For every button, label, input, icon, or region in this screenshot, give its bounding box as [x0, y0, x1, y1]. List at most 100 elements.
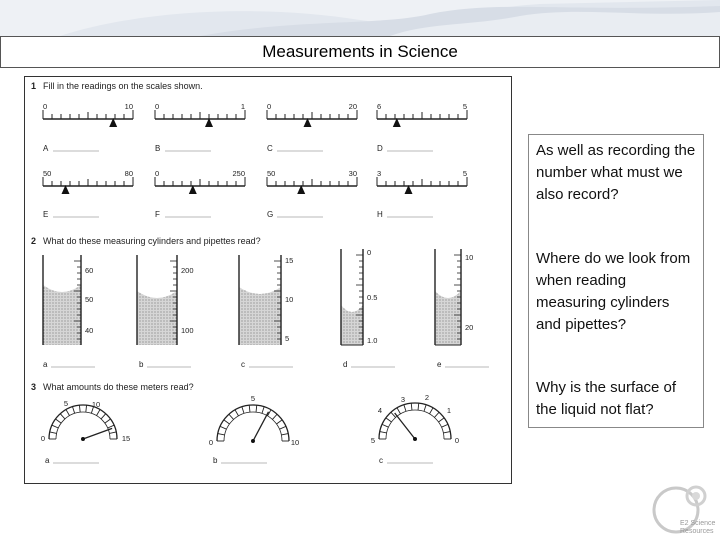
- logo: [650, 484, 716, 538]
- tube-scale-label: 50: [85, 295, 93, 304]
- logo-text-line1: E2 Science: [680, 520, 716, 527]
- tube-blank-letter: e: [437, 360, 442, 369]
- scale-pointer: [404, 185, 413, 194]
- meter-pivot: [251, 439, 255, 443]
- scale-label-left: 0: [155, 169, 159, 178]
- meter-arc: [378, 402, 452, 440]
- meter-scale-label: 5: [64, 399, 68, 408]
- meter-tick: [279, 425, 287, 430]
- meter-blank-letter: a: [45, 456, 50, 465]
- meter-tick: [109, 431, 117, 434]
- scale-blank-letter: A: [43, 144, 49, 153]
- tube-blank-letter: d: [343, 360, 347, 369]
- meter-tick: [261, 406, 265, 414]
- meter-tick: [255, 405, 258, 413]
- meter-tick: [248, 405, 251, 413]
- meter-tick: [410, 403, 413, 411]
- scale-pointer: [205, 118, 213, 127]
- q1-prompt: Fill in the readings on the scales shown…: [43, 81, 203, 91]
- meter-tick: [438, 417, 445, 423]
- scale-label-left: 0: [43, 102, 47, 111]
- meter-tick: [241, 406, 245, 414]
- meter-pivot: [81, 437, 85, 441]
- tube-scale-label: 0.5: [367, 293, 377, 302]
- q2-number: 2: [31, 236, 36, 246]
- meter-tick: [59, 413, 66, 420]
- meter-tick: [443, 431, 451, 434]
- worksheet-drawing: 1 Fill in the readings on the scales show…: [31, 81, 489, 465]
- meter-tick: [107, 424, 115, 429]
- meter-scale-label: 4: [378, 406, 382, 415]
- meter-tick: [72, 406, 76, 414]
- meter-scale-label: 10: [291, 438, 299, 447]
- liquid: [43, 285, 81, 345]
- scale-label-left: 6: [377, 102, 381, 111]
- q2-prompt: What do these measuring cylinders and pi…: [43, 236, 261, 246]
- meter-tick: [90, 406, 94, 414]
- question-units: As well as recording the number what mus…: [536, 142, 696, 203]
- worksheet-image: 1 Fill in the readings on the scales show…: [24, 76, 512, 484]
- meter-tick: [96, 409, 101, 416]
- logo-text: E2 Science Resources: [680, 520, 715, 536]
- meter-tick: [429, 407, 434, 415]
- meter-tick: [234, 409, 239, 417]
- meter-inner-arc: [385, 409, 445, 440]
- q1-number: 1: [31, 81, 36, 91]
- scale-blank-letter: G: [267, 210, 273, 219]
- tube-scale-label: 0: [367, 248, 371, 257]
- liquid: [435, 291, 461, 345]
- scale-blank-letter: F: [155, 210, 160, 219]
- scale-label-left: 50: [267, 169, 275, 178]
- scale-pointer: [303, 118, 312, 127]
- scale-blank-letter: E: [43, 210, 48, 219]
- liquid: [239, 287, 281, 345]
- meter-tick: [381, 423, 389, 428]
- meter-needle: [394, 412, 416, 440]
- scale-label-right: 20: [349, 102, 357, 111]
- meter-tick: [281, 433, 289, 436]
- meter-scale-label: 3: [401, 395, 405, 404]
- meter-tick: [85, 405, 88, 413]
- meter-tick: [423, 404, 427, 412]
- meter-tick: [396, 407, 401, 415]
- meter-tick: [403, 404, 407, 412]
- meter-tick: [219, 425, 227, 430]
- meter-tick: [78, 405, 81, 413]
- meter-tick: [276, 419, 283, 425]
- meter-blank-letter: b: [213, 456, 218, 465]
- scale-label-left: 0: [267, 102, 271, 111]
- question-meniscus: Why is the surface of the liquid not fla…: [536, 379, 677, 418]
- meter-inner-arc: [223, 411, 283, 442]
- meter-tick: [51, 424, 59, 429]
- meter-tick: [267, 409, 272, 417]
- title-bar: Measurements in Science: [0, 36, 720, 68]
- scale-pointer: [188, 185, 197, 194]
- meter-tick: [272, 413, 278, 420]
- scale-label-right: 1: [241, 102, 245, 111]
- meter-scale-label: 0: [41, 434, 45, 443]
- meter-scale-label: 2: [425, 393, 429, 402]
- meter-scale-label: 5: [251, 394, 255, 403]
- tube-scale-label: 40: [85, 326, 93, 335]
- question-box: As well as recording the number what mus…: [528, 134, 704, 428]
- tube-scale-label: 200: [181, 266, 194, 275]
- meter-tick: [217, 433, 225, 436]
- scale-pointer: [61, 185, 70, 194]
- page-title: Measurements in Science: [262, 42, 458, 61]
- question-eye-level: Where do we look from when reading measu…: [536, 250, 691, 333]
- tube-scale-label: 15: [285, 256, 293, 265]
- tube-scale-label: 10: [285, 295, 293, 304]
- scale-label-right: 80: [125, 169, 133, 178]
- scale-label-right: 5: [463, 169, 467, 178]
- meter-tick: [434, 411, 440, 418]
- scale-pointer: [109, 118, 118, 127]
- scale-label-right: 250: [232, 169, 245, 178]
- meter-blank-letter: c: [379, 456, 383, 465]
- q3-number: 3: [31, 382, 36, 392]
- tube-blank-letter: b: [139, 360, 144, 369]
- scale-label-left: 3: [377, 169, 381, 178]
- meter-tick: [441, 423, 449, 428]
- tube-blank-letter: c: [241, 360, 245, 369]
- header-decoration: [0, 0, 720, 36]
- tube-scale-label: 1.0: [367, 336, 377, 345]
